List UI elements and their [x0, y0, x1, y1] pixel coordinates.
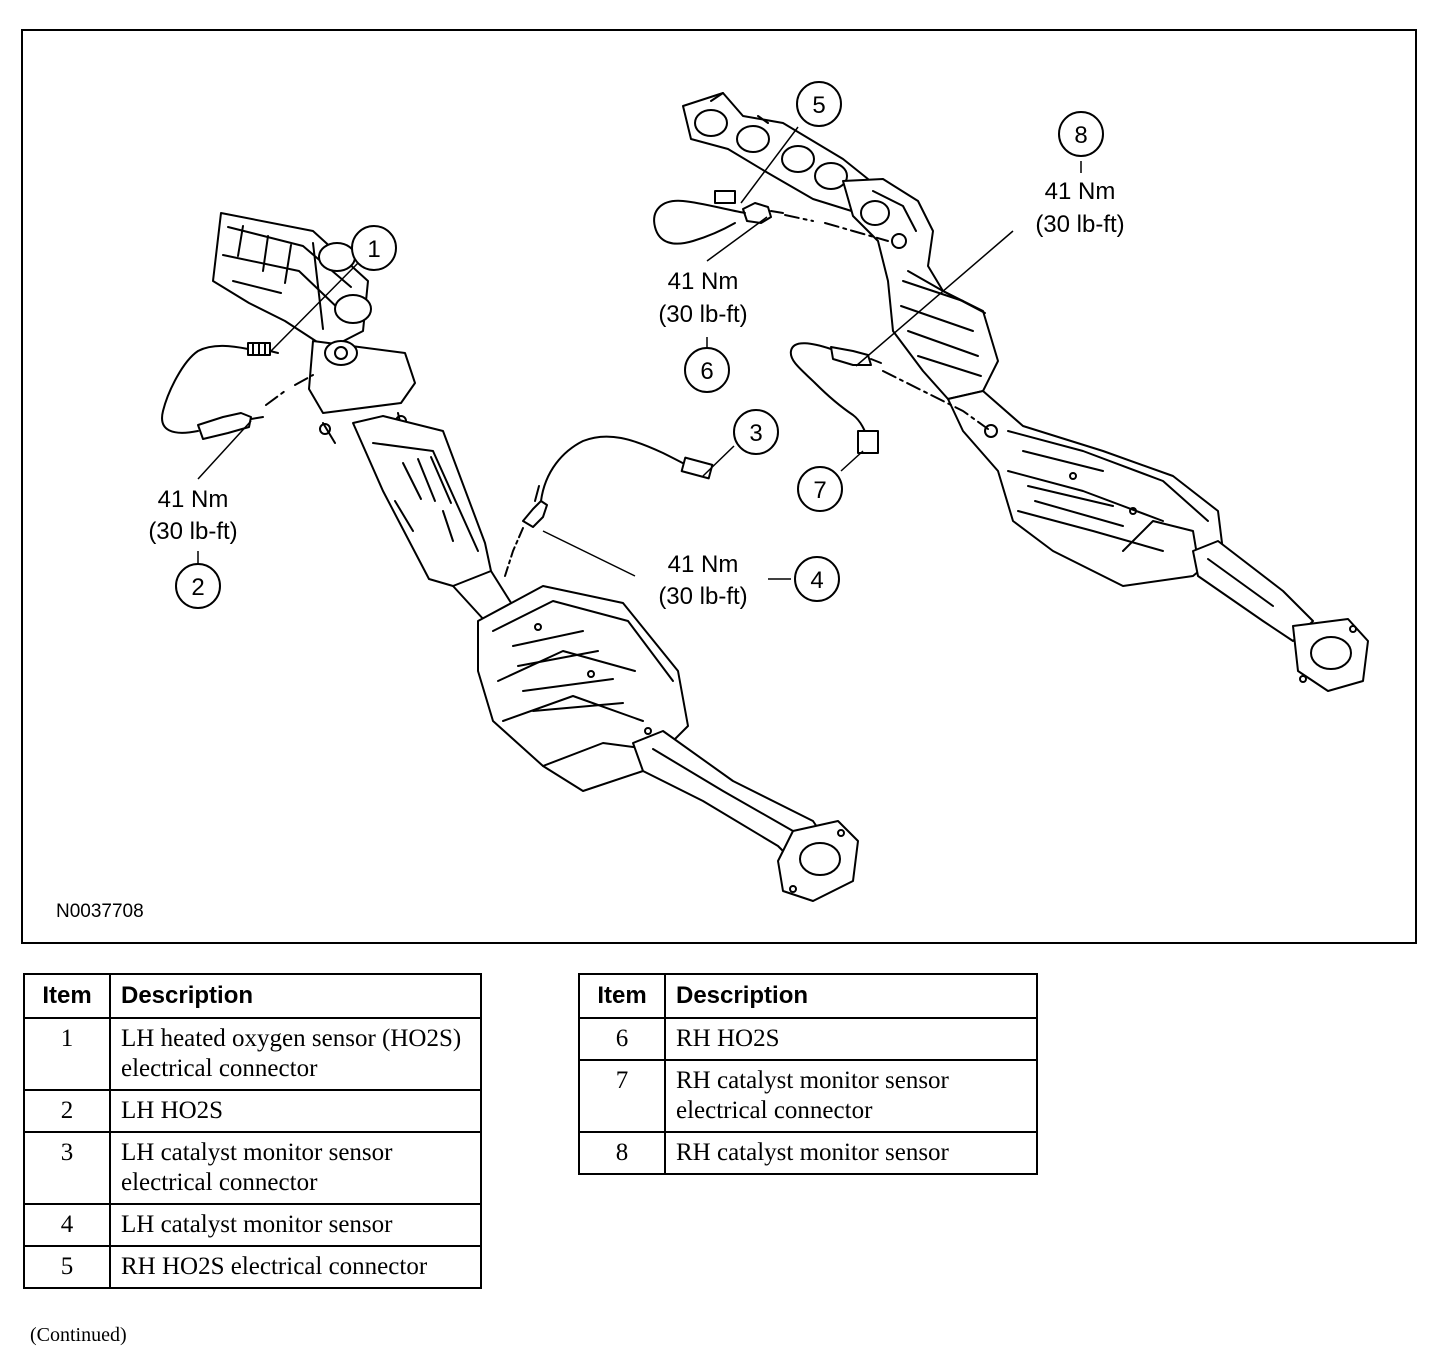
item-description: RH HO2S [664, 1017, 1038, 1061]
table-row: 5 RH HO2S electrical connector [23, 1245, 482, 1289]
table-row: 6 RH HO2S [578, 1017, 1038, 1061]
callout-5: 5 [796, 81, 842, 127]
header-item: Item [23, 973, 111, 1019]
lh-tailpipe [632, 730, 859, 902]
callout-2-label: 2 [191, 574, 204, 601]
torque-secondary: (30 lb-ft) [658, 301, 747, 328]
legend-header-row: Item Description [578, 973, 1038, 1019]
header-description: Description [664, 973, 1038, 1019]
callout-6: 6 [684, 347, 730, 393]
figure-id: N0037708 [56, 901, 144, 922]
table-row: 1 LH heated oxygen sensor (HO2S) electri… [23, 1017, 482, 1091]
rh-catalyst-monitor-sensor [789, 342, 989, 454]
callout-6-label: 6 [700, 358, 713, 385]
item-number: 3 [23, 1131, 111, 1205]
callout-5-label: 5 [812, 92, 825, 119]
torque-secondary: (30 lb-ft) [1035, 211, 1124, 238]
torque-primary: 41 Nm [1045, 178, 1116, 205]
item-number: 5 [23, 1245, 111, 1289]
lh-pre-catalyst [352, 415, 514, 622]
callouts: 1 2 3 4 5 6 7 8 [175, 81, 1104, 609]
item-description: LH heated oxygen sensor (HO2S) electrica… [109, 1017, 482, 1091]
rh-tailpipe [1192, 540, 1369, 692]
callout-3: 3 [733, 409, 779, 455]
exhaust-diagram: 1 2 3 4 5 6 7 8 41 N [56, 81, 1369, 922]
callout-8: 8 [1058, 111, 1104, 157]
item-number: 2 [23, 1089, 111, 1133]
lh-ho2s-sensor [161, 342, 314, 440]
torque-primary: 41 Nm [668, 268, 739, 295]
item-number: 1 [23, 1017, 111, 1091]
rh-main-catalyst [947, 390, 1224, 587]
torque-spec-item-4: 41 Nm (30 lb-ft) [658, 551, 747, 610]
continued-note: (Continued) [30, 1324, 127, 1346]
lh-catalyst-monitor-sensor [504, 435, 714, 577]
callout-7: 7 [797, 466, 843, 512]
exhaust-diagram-figure: 1 2 3 4 5 6 7 8 41 N [21, 29, 1417, 944]
item-number: 6 [578, 1017, 666, 1061]
legend-table-right: Item Description 6 RH HO2S 7 RH catalyst… [578, 973, 1038, 1175]
item-description: RH catalyst monitor sensor electrical co… [664, 1059, 1038, 1133]
rh-ho2s-sensor [653, 190, 889, 245]
callout-1-label: 1 [367, 236, 380, 263]
table-row: 7 RH catalyst monitor sensor electrical … [578, 1059, 1038, 1133]
table-row: 3 LH catalyst monitor sensor electrical … [23, 1131, 482, 1205]
torque-primary: 41 Nm [158, 486, 229, 513]
callout-3-label: 3 [749, 420, 762, 447]
lh-exhaust-manifold [212, 212, 372, 350]
header-description: Description [109, 973, 482, 1019]
callout-2: 2 [175, 563, 221, 609]
item-description: RH HO2S electrical connector [109, 1245, 482, 1289]
callout-8-label: 8 [1074, 122, 1087, 149]
item-number: 7 [578, 1059, 666, 1133]
table-row: 4 LH catalyst monitor sensor [23, 1203, 482, 1247]
callout-1: 1 [351, 225, 397, 271]
table-row: 2 LH HO2S [23, 1089, 482, 1133]
item-number: 4 [23, 1203, 111, 1247]
torque-spec-item-8: 41 Nm (30 lb-ft) [1035, 178, 1124, 238]
lh-manifold-flange [308, 340, 416, 444]
header-item: Item [578, 973, 666, 1019]
item-description: LH catalyst monitor sensor [109, 1203, 482, 1247]
torque-spec-item-2: 41 Nm (30 lb-ft) [148, 486, 237, 545]
item-number: 8 [578, 1131, 666, 1175]
item-description: RH catalyst monitor sensor [664, 1131, 1038, 1175]
callout-4-label: 4 [810, 567, 823, 594]
torque-primary: 41 Nm [668, 551, 739, 578]
callout-4: 4 [794, 556, 840, 602]
item-description: LH HO2S [109, 1089, 482, 1133]
torque-secondary: (30 lb-ft) [148, 518, 237, 545]
torque-secondary: (30 lb-ft) [658, 583, 747, 610]
legend-header-row: Item Description [23, 973, 482, 1019]
torque-spec-item-6: 41 Nm (30 lb-ft) [658, 268, 747, 328]
legend-table-left: Item Description 1 LH heated oxygen sens… [23, 973, 482, 1289]
callout-7-label: 7 [813, 477, 826, 504]
item-description: LH catalyst monitor sensor electrical co… [109, 1131, 482, 1205]
table-row: 8 RH catalyst monitor sensor [578, 1131, 1038, 1175]
